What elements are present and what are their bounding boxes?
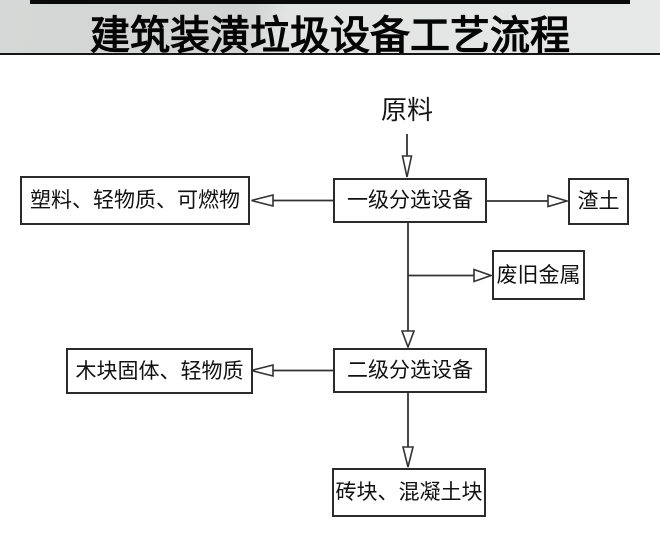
node-raw-material: 原料	[380, 96, 433, 126]
arrowhead-down-stage2	[400, 330, 416, 350]
node-plastics-light-combustibles: 塑料、轻物质、可燃物	[20, 176, 250, 225]
arrowhead-down-bricks	[401, 446, 415, 468]
node-slag-soil: 渣土	[568, 178, 629, 225]
arrowhead-right-slag	[547, 194, 570, 208]
flowchart-canvas: 原料 一级分选设备 塑料、轻物质、可燃物 渣土 废旧金属 二级分选设备 木块固体…	[0, 56, 660, 544]
title-banner: 建筑装潢垃圾设备工艺流程	[0, 0, 660, 59]
flow-connectors	[251, 134, 570, 468]
arrowhead-left-plastics	[251, 193, 274, 208]
node-stage1-sorting-equipment: 一级分选设备	[333, 178, 487, 223]
arrowhead-left-wood	[251, 363, 274, 378]
title-top-rule	[30, 0, 630, 4]
page-title: 建筑装潢垃圾设备工艺流程	[90, 13, 570, 59]
node-stage2-sorting-equipment: 二级分选设备	[333, 348, 487, 393]
arrowhead-down-stage1	[401, 155, 413, 178]
node-scrap-metal: 废旧金属	[492, 250, 585, 300]
node-wood-solids-light: 木块固体、轻物质	[66, 348, 253, 394]
node-bricks-concrete: 砖块、混凝土块	[332, 468, 486, 517]
arrowhead-right-metal	[473, 268, 494, 283]
